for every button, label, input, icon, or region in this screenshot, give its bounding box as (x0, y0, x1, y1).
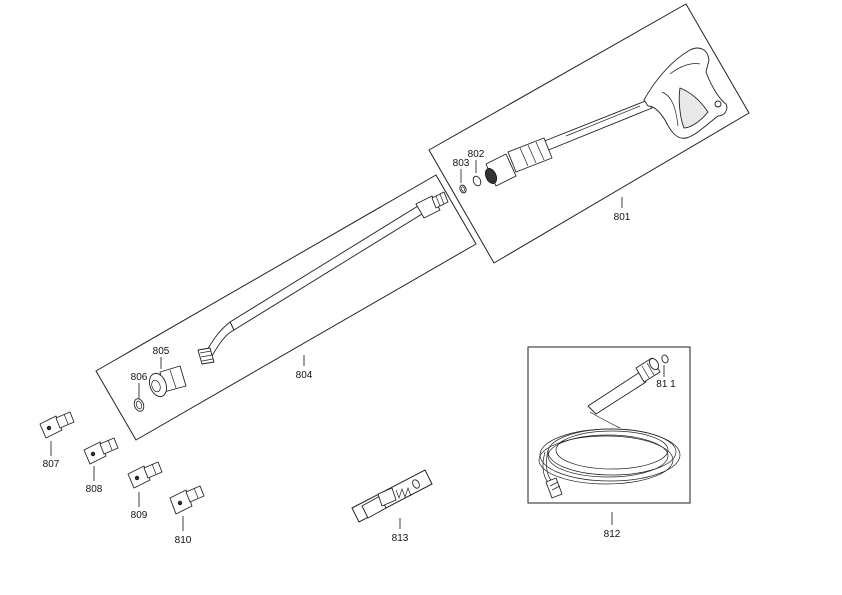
spray-gun-collar (507, 137, 553, 173)
spray-gun-inlet (484, 168, 498, 184)
kit-fitting-body (361, 495, 387, 519)
o-ring-806 (133, 398, 145, 412)
spray-gun-frame (428, 3, 750, 264)
callout-801: 801 (614, 212, 631, 223)
callout-804: 804 (296, 370, 313, 381)
callout-812: 812 (604, 529, 621, 540)
callout-811: 81 1 (656, 379, 676, 390)
fitting-kit-frame (351, 469, 433, 523)
nozzle-tip-807 (39, 411, 75, 439)
spray-lance-frame (95, 174, 477, 441)
hose-frame (527, 346, 691, 504)
fitting-kit-group (351, 469, 433, 523)
callout-805: 805 (153, 346, 170, 357)
spray-gun-group (428, 3, 750, 264)
callout-806: 806 (131, 372, 148, 383)
callout-810: 810 (175, 535, 192, 546)
o-ring-811 (661, 354, 669, 364)
kit-fitting-nut (377, 487, 397, 507)
o-ring-803 (459, 184, 467, 194)
spray-lance-group (95, 174, 477, 441)
kit-o-ring (412, 479, 420, 489)
hose-bottom-connector (545, 477, 563, 499)
nozzle-tip-809 (127, 461, 163, 489)
nozzle-tip-808 (83, 437, 119, 465)
nozzle-tip-810 (169, 485, 205, 515)
callout-813: 813 (392, 533, 409, 544)
callout-803: 803 (453, 158, 470, 169)
seal-ring-802 (472, 175, 482, 187)
callout-809: 809 (131, 510, 148, 521)
hose-group (527, 346, 691, 504)
callout-807: 807 (43, 459, 60, 470)
spray-lance-tube (229, 205, 423, 331)
spray-gun-trigger (678, 87, 709, 129)
callout-802: 802 (468, 149, 485, 160)
nozzle-holder-805 (148, 365, 187, 398)
kit-spring (395, 486, 412, 500)
hose-top-sleeve (587, 371, 647, 415)
callout-808: 808 (86, 484, 103, 495)
